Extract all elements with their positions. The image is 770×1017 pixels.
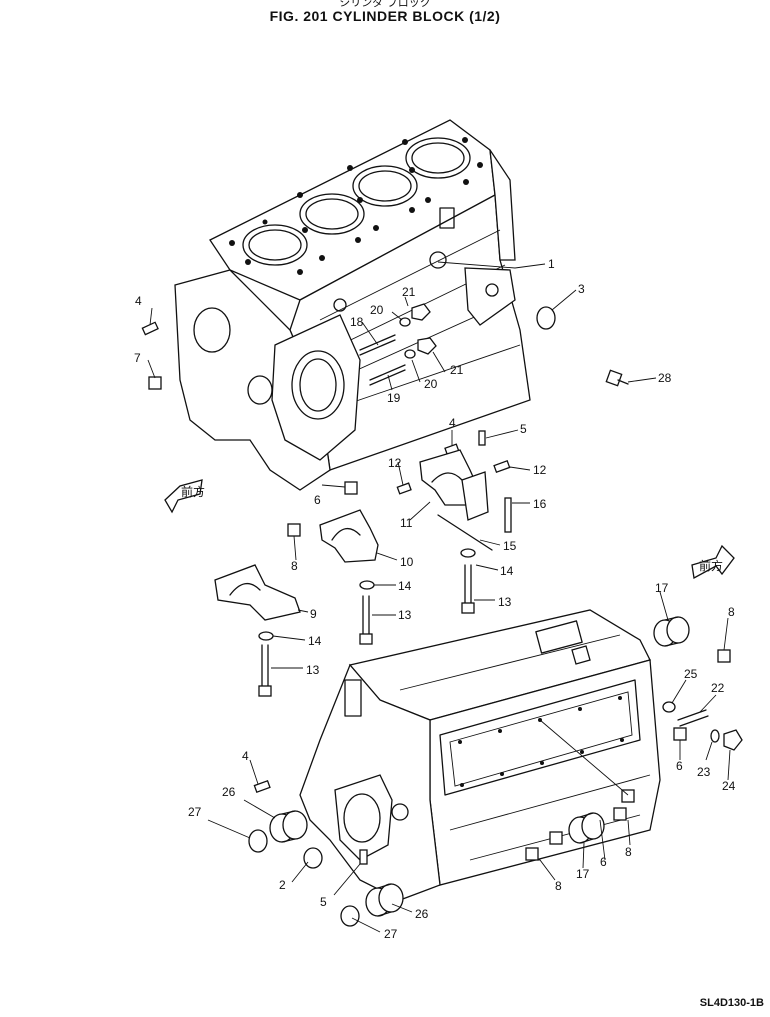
callout-17-upper: 17: [655, 581, 669, 595]
callout-23: 23: [697, 765, 711, 779]
front-arrow-upper: 前方: [164, 479, 205, 514]
callout-6-lower: 6: [600, 855, 607, 869]
callout-8-upper: 8: [291, 559, 298, 573]
callout-12-left: 12: [388, 456, 402, 470]
callout-10: 10: [400, 555, 414, 569]
cylinder-block-upper: [174, 119, 531, 491]
leader-lines: [147, 261, 731, 933]
callout-22: 22: [711, 681, 725, 695]
callout-8-mid: 8: [625, 845, 632, 859]
callout-21-upper: 21: [402, 285, 416, 299]
callout-28: 28: [658, 371, 672, 385]
callout-3: 3: [578, 282, 585, 296]
callout-5-lower: 5: [320, 895, 327, 909]
callout-7: 7: [134, 351, 141, 365]
callout-25: 25: [684, 667, 698, 681]
callout-13-left: 13: [306, 663, 320, 677]
callout-21-lower: 21: [450, 363, 464, 377]
bearing-caps: [214, 449, 489, 621]
callout-27-lower: 27: [384, 927, 398, 941]
arrow-tag-label-lower: 前方: [699, 558, 723, 573]
callout-labels: 1 2 3 4 4 4 5 5 6 6 6 7 8 8 8 8 9 10 11 …: [134, 257, 736, 941]
callout-14-mid: 14: [398, 579, 412, 593]
callout-9: 9: [310, 607, 317, 621]
small-parts-upper: [141, 303, 629, 537]
drawing-code: SL4D130-1B: [699, 997, 764, 1009]
callout-8-right: 8: [728, 605, 735, 619]
callout-4-upper: 4: [135, 294, 142, 308]
small-parts-lower: [248, 616, 743, 927]
figure-subtitle-jp: シリンダ ブロック: [339, 0, 431, 9]
callout-14-left: 14: [308, 634, 322, 648]
callout-6-upper: 6: [314, 493, 321, 507]
callout-12-right: 12: [533, 463, 547, 477]
callout-5-upper: 5: [520, 422, 527, 436]
callout-15: 15: [503, 539, 517, 553]
callout-20-upper: 20: [370, 303, 384, 317]
callout-4-mid: 4: [449, 416, 456, 430]
callout-14-right: 14: [500, 564, 514, 578]
figure-title: FIG. 201 CYLINDER BLOCK (1/2): [269, 8, 501, 24]
front-arrow-lower: 前方: [691, 544, 735, 580]
callout-27-upper: 27: [188, 805, 202, 819]
callout-13-right: 13: [498, 595, 512, 609]
callout-6-right: 6: [676, 759, 683, 773]
callout-8-lower: 8: [555, 879, 562, 893]
callout-24: 24: [722, 779, 736, 793]
callout-20-lower: 20: [424, 377, 438, 391]
arrow-tag-label-upper: 前方: [181, 484, 205, 499]
callout-4-lower: 4: [242, 749, 249, 763]
callout-26-lower: 26: [415, 907, 429, 921]
callout-19: 19: [387, 391, 401, 405]
callout-26-upper: 26: [222, 785, 236, 799]
callout-1: 1: [548, 257, 555, 271]
callout-17-lower: 17: [576, 867, 590, 881]
callout-2: 2: [279, 878, 286, 892]
callout-11: 11: [400, 516, 413, 530]
callout-18: 18: [350, 315, 364, 329]
callout-16: 16: [533, 497, 547, 511]
callout-13-mid: 13: [398, 608, 412, 622]
bolts-and-washers: [258, 514, 493, 697]
